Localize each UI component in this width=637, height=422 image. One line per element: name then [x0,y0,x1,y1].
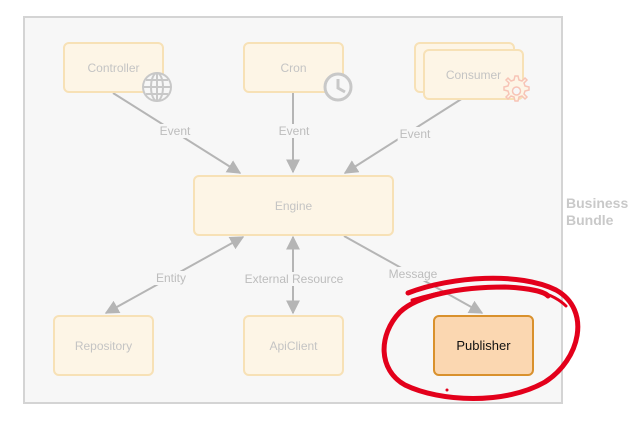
node-apiclient-label: ApiClient [269,338,318,353]
business-bundle-label: Business Bundle [566,195,629,228]
red-dot-mark [445,388,449,392]
edge-label-controller-engine: Event [157,124,193,138]
red-circle-annotation-stroke-2 [410,284,568,308]
clock-icon [323,72,353,102]
edge-label-cron-engine: Event [276,124,312,138]
node-repository[interactable]: Repository [53,315,154,376]
node-cron-label: Cron [280,60,307,75]
node-consumer-label: Consumer [445,67,502,82]
node-repository-label: Repository [74,338,133,353]
edge-label-engine-publisher: Message [386,267,440,281]
node-engine-label: Engine [274,198,313,213]
edge-label-engine-apiclient: External Resource [242,272,346,286]
node-publisher-label: Publisher [456,338,511,353]
node-cron[interactable]: Cron [243,42,344,93]
globe-icon [142,72,172,102]
edge-label-consumer-engine: Event [397,127,433,141]
node-apiclient[interactable]: ApiClient [243,315,344,376]
node-controller-label: Controller [87,60,140,75]
edge-label-engine-repository: Entity [153,271,189,285]
node-engine[interactable]: Engine [193,175,394,236]
node-publisher[interactable]: Publisher [433,315,534,376]
gear-icon [503,75,530,102]
